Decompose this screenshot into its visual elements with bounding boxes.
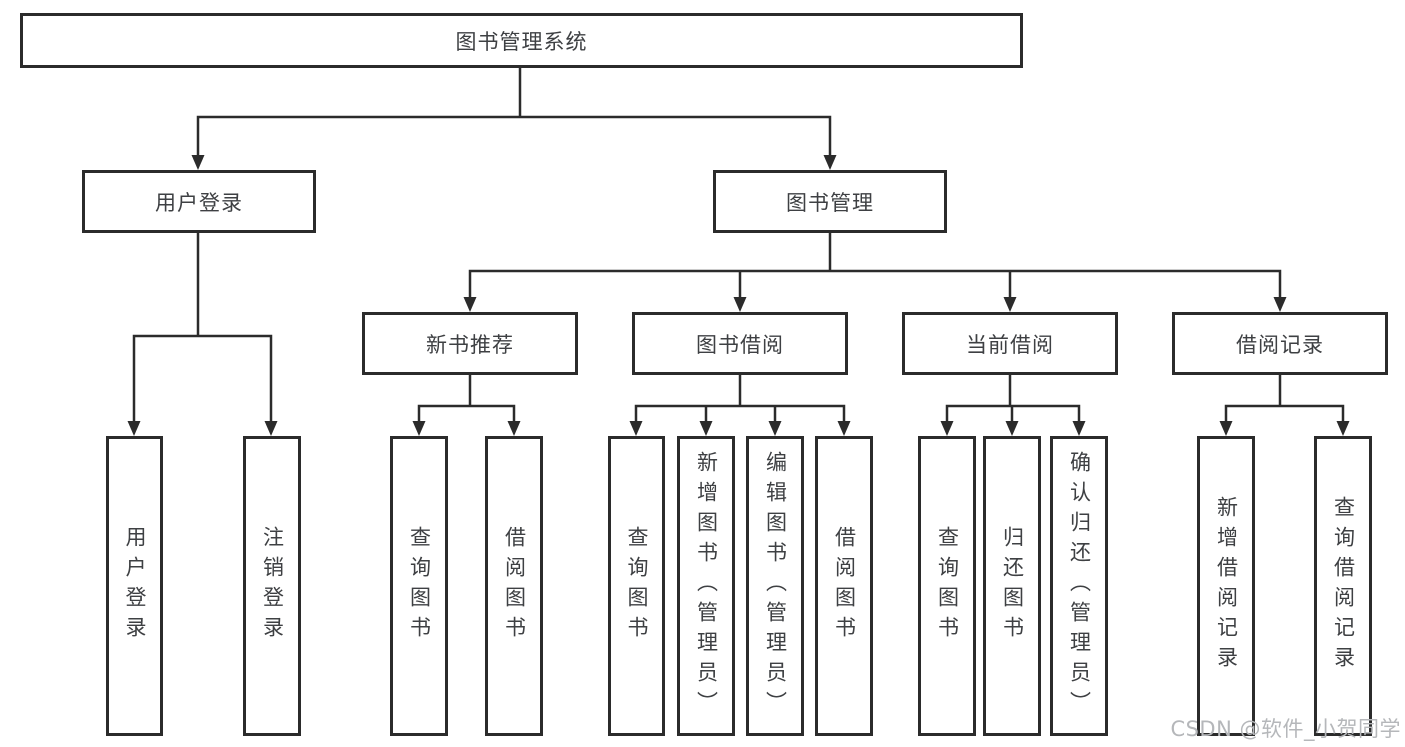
node-label: 图书管理系统	[455, 29, 588, 54]
node-label: 当前借阅	[966, 332, 1054, 357]
leaf-user-login: 用户登录	[106, 436, 163, 736]
node-current-borrowing: 当前借阅	[902, 312, 1118, 375]
leaf-log-query-borrow-record: 查询借阅记录	[1314, 436, 1372, 736]
leaf-label: 借阅图书	[502, 526, 527, 646]
leaf-cur-return-books: 归还图书	[983, 436, 1041, 736]
leaf-rec-query-books: 查询图书	[390, 436, 448, 736]
node-label: 图书借阅	[696, 332, 784, 357]
leaf-label: 新增图书（管理员）	[694, 451, 719, 721]
leaf-cur-confirm-return-admin: 确认归还（管理员）	[1050, 436, 1108, 736]
leaf-label: 归还图书	[1000, 526, 1025, 646]
leaf-bor-edit-books-admin: 编辑图书（管理员）	[746, 436, 804, 736]
leaf-logout-login: 注销登录	[243, 436, 301, 736]
leaf-bor-borrow-books: 借阅图书	[815, 436, 873, 736]
leaf-label: 查询借阅记录	[1331, 496, 1356, 676]
leaf-label: 确认归还（管理员）	[1067, 451, 1092, 721]
leaf-bor-add-books-admin: 新增图书（管理员）	[677, 436, 735, 736]
leaf-label: 查询图书	[625, 526, 650, 646]
node-borrowing-records: 借阅记录	[1172, 312, 1388, 375]
node-label: 新书推荐	[426, 332, 514, 357]
leaf-rec-borrow-books: 借阅图书	[485, 436, 543, 736]
leaf-label: 查询图书	[935, 526, 960, 646]
leaf-label: 查询图书	[407, 526, 432, 646]
leaf-cur-query-books: 查询图书	[918, 436, 976, 736]
node-label: 用户登录	[155, 190, 243, 215]
leaf-label: 注销登录	[260, 526, 285, 646]
leaf-label: 用户登录	[123, 526, 148, 646]
leaf-log-new-borrow-record: 新增借阅记录	[1197, 436, 1255, 736]
node-label: 借阅记录	[1236, 332, 1324, 357]
node-book-management: 图书管理	[713, 170, 947, 233]
leaf-label: 新增借阅记录	[1214, 496, 1239, 676]
csdn-watermark: CSDN @软件_小贺同学	[1170, 717, 1401, 741]
leaf-label: 编辑图书（管理员）	[763, 451, 788, 721]
leaf-label: 借阅图书	[832, 526, 857, 646]
leaf-bor-query-books: 查询图书	[608, 436, 665, 736]
node-book-borrowing: 图书借阅	[632, 312, 848, 375]
node-label: 图书管理	[786, 190, 874, 215]
node-user-login: 用户登录	[82, 170, 316, 233]
node-new-book-recommendation: 新书推荐	[362, 312, 578, 375]
node-library-management-system: 图书管理系统	[20, 13, 1023, 68]
